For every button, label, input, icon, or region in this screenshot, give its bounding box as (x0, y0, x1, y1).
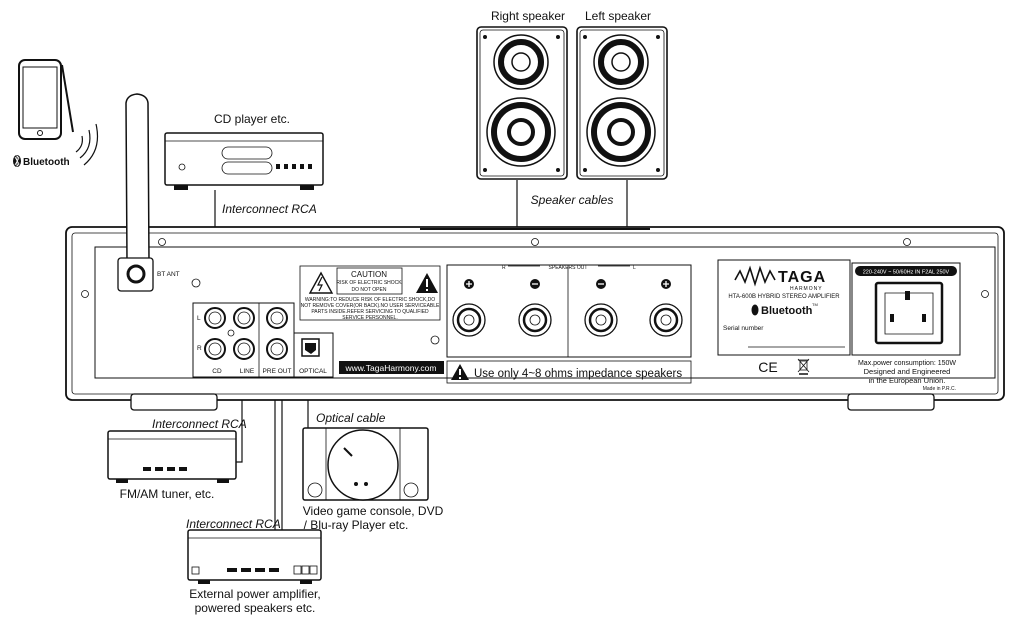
warning-line1: WARNING:TO REDUCE RISK OF ELECTRIC SHOCK… (305, 297, 435, 303)
bt-antenna: BT ANT (117, 93, 180, 292)
wireless-signal-icon (75, 123, 99, 166)
jack-l-label: L (197, 315, 201, 322)
video-console-line2: / Blu-ray Player etc. (304, 518, 409, 532)
model-label: HTA-600B HYBRID STEREO AMPLIFIER (728, 294, 840, 300)
line-jacks (233, 307, 255, 360)
bt-ant-label: BT ANT (157, 271, 180, 278)
terminal-right-negative (518, 279, 552, 337)
fm-am-tuner (107, 430, 237, 483)
brand-name: TAGA (778, 269, 826, 286)
optical-cable-label: Optical cable (316, 411, 386, 425)
taga-logo-icon (734, 265, 776, 287)
caution-line2: DO NOT OPEN (352, 287, 387, 293)
tuner-label: FM/AM tuner, etc. (120, 487, 215, 501)
serial-label: Serial number (723, 325, 764, 332)
terminal-left-negative (584, 279, 618, 337)
interconnect-tuner-label: Interconnect RCA (152, 417, 247, 431)
terminal-right-positive (452, 279, 486, 337)
warning-line2: NOT REMOVE COVER(OR BACK).NO USER SERVIC… (301, 303, 440, 309)
external-amp-line2: powered speakers etc. (195, 601, 316, 615)
cd-label: CD (212, 368, 222, 375)
speakers-r-label: R (502, 265, 506, 271)
external-power-amplifier (187, 529, 322, 584)
speakers-l-label: L (633, 265, 636, 271)
cd-player-label: CD player etc. (214, 112, 290, 126)
jack-r-label: R (197, 345, 202, 352)
optical-input: OPTICAL (293, 332, 334, 378)
caution-block: CAUTION RISK OF ELECTRIC SHOCK DO NOT OP… (299, 265, 441, 321)
designed-line2: in the European Union. (869, 376, 946, 385)
designed-line1: Designed and Engineered (864, 367, 951, 376)
video-game-console (302, 427, 429, 501)
left-speaker-label: Left speaker (585, 9, 651, 23)
brand-label: TAGA HARMONY HTA-600B HYBRID STEREO AMPL… (717, 259, 851, 356)
external-amp-line1: External power amplifier, (189, 587, 320, 601)
cd-player (164, 132, 324, 190)
weee-bin-icon (797, 358, 810, 375)
impedance-text: Use only 4~8 ohms impedance speakers (474, 368, 682, 380)
panel-bluetooth-label: Bluetooth (761, 305, 813, 317)
interconnect-amp-label: Interconnect RCA (186, 517, 281, 531)
bluetooth-logo: Bluetooth (13, 155, 70, 168)
line-label: LINE (240, 368, 255, 375)
warning-line4: SERVICE PERSONNEL. (342, 315, 397, 321)
cd-jacks (204, 307, 226, 360)
caution-title: CAUTION (351, 270, 387, 279)
pre-out-label: PRE OUT (263, 368, 292, 375)
power-rating: 220-240V ~ 50/60Hz IN F2AL 250V (863, 270, 950, 276)
optical-label: OPTICAL (299, 368, 327, 375)
caution-line1: RISK OF ELECTRIC SHOCK (336, 280, 402, 286)
smartphone-icon (18, 59, 74, 140)
right-speaker (476, 26, 568, 180)
ce-mark: CE (758, 359, 777, 375)
website-label: www.TagaHarmony.com (344, 363, 436, 373)
terminal-left-positive (649, 279, 683, 337)
impedance-warning: Use only 4~8 ohms impedance speakers (446, 360, 692, 384)
speaker-cables-label: Speaker cables (531, 193, 614, 207)
power-inlet: 220-240V ~ 50/60Hz IN F2AL 250V Max.powe… (851, 262, 961, 392)
speaker-terminals: R SPEAKERS OUT L (446, 264, 692, 358)
pre-out-jacks (266, 307, 288, 360)
input-jacks: L R CD LINE PRE OUT (192, 302, 295, 378)
left-speaker (576, 26, 668, 180)
video-console-line1: Video game console, DVD (303, 504, 444, 518)
phone-bluetooth-label: Bluetooth (23, 157, 70, 168)
website-badge (339, 361, 444, 374)
interconnect-top-label: Interconnect RCA (222, 202, 317, 216)
brand-sub: HARMONY (790, 286, 823, 292)
speakers-out-label: SPEAKERS OUT (549, 265, 588, 271)
made-in-label: Made in P.R.C. (923, 386, 956, 392)
max-power-label: Max.power consumption: 150W (858, 360, 956, 367)
warning-line3: PARTS INSIDE.REFER SERVICING TO QUALIFIE… (311, 309, 429, 315)
right-speaker-label: Right speaker (491, 9, 565, 23)
tm-label: TM (812, 302, 818, 307)
